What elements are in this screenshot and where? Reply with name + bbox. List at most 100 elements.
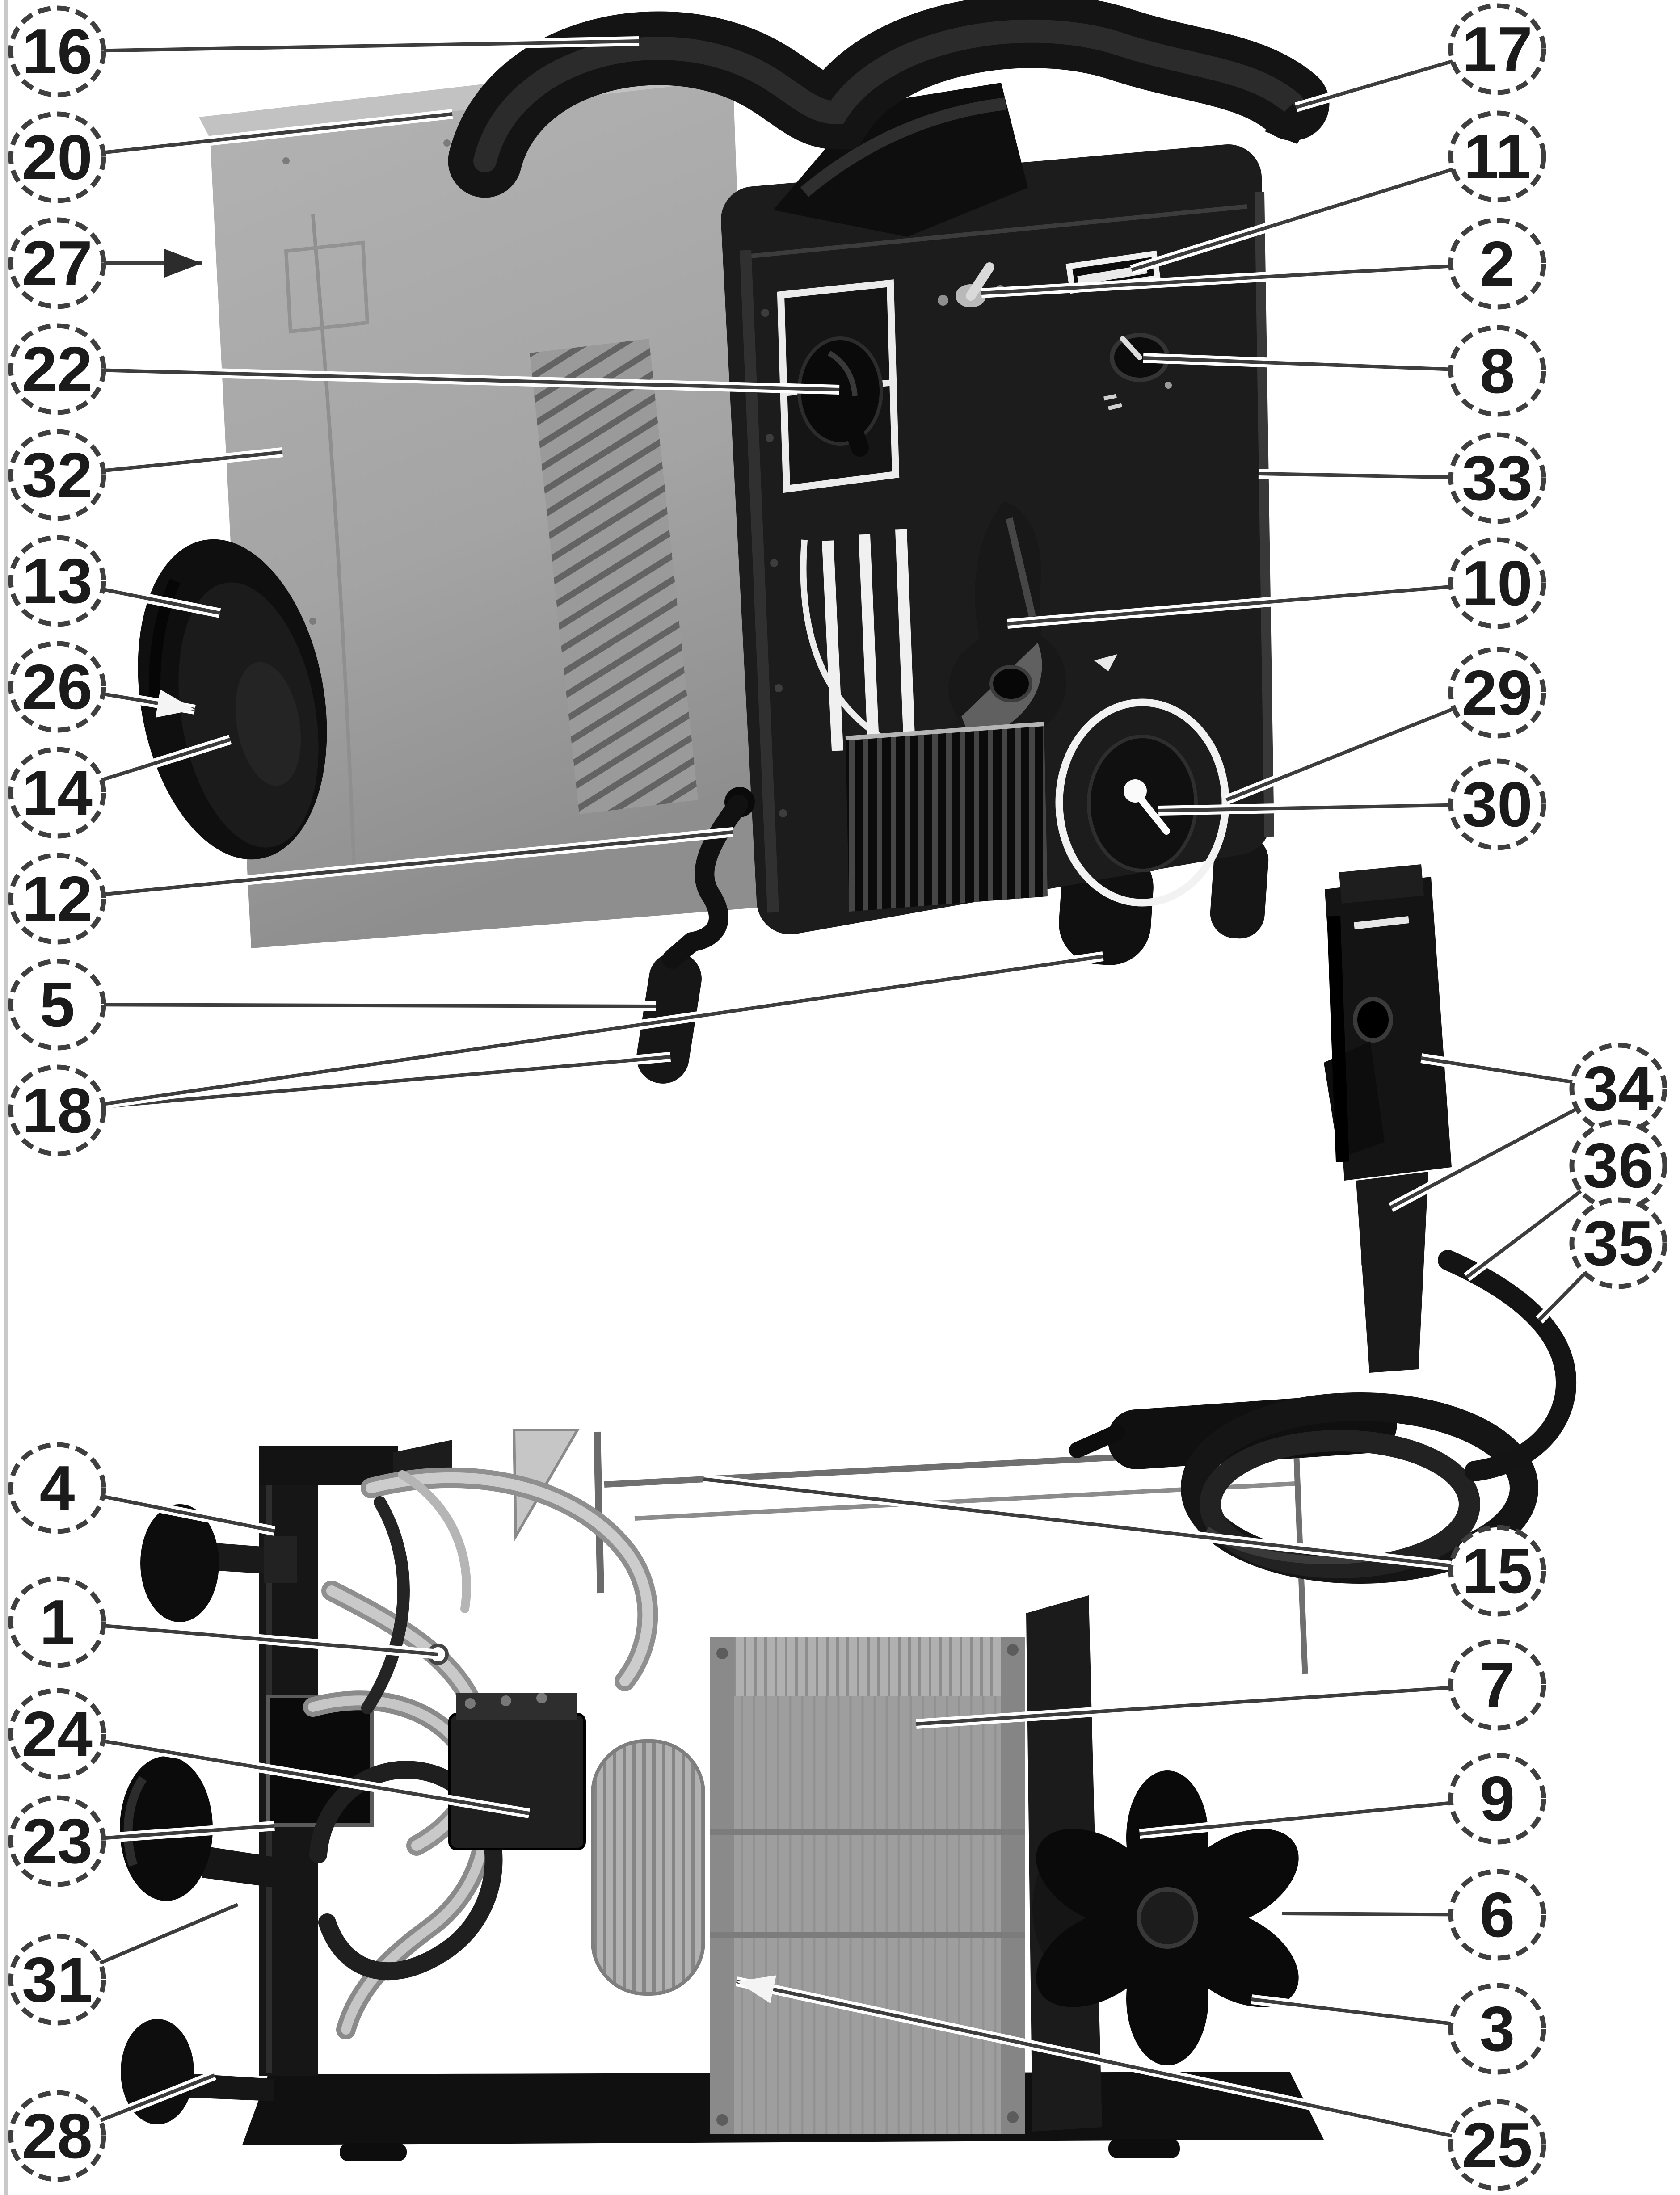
callout-number-3: 3 — [1480, 1993, 1515, 2065]
leader-line-16 — [103, 39, 640, 53]
fan-blade — [1036, 1829, 1159, 1927]
vent-slats — [846, 724, 1048, 912]
handle-base-sheen — [800, 97, 1006, 197]
callout-13: 13 — [8, 535, 106, 627]
leader-arrow-26 — [155, 689, 195, 718]
axle-stem — [210, 1543, 268, 1574]
leader-line-34 — [1390, 1107, 1578, 1209]
leader-line-14 — [101, 738, 231, 782]
wheel-tread — [149, 578, 181, 707]
leader-line-17 — [1295, 59, 1453, 109]
contactor-block — [448, 1713, 586, 1850]
leader-line-7 — [916, 1686, 1451, 1726]
callout-circle-23 — [8, 1795, 106, 1887]
callout-32: 32 — [8, 429, 106, 521]
callout-29: 29 — [1448, 647, 1546, 739]
knob-pointer — [1120, 336, 1142, 360]
leader-arrow-27 — [164, 249, 202, 278]
callout-number-36: 36 — [1583, 1130, 1654, 1201]
panel-dot — [1165, 382, 1172, 389]
switch-screw — [938, 295, 948, 306]
leader-line-2 — [981, 264, 1451, 295]
leader-line-33 — [1258, 472, 1451, 479]
knob-hub — [989, 665, 1032, 702]
leader-line-30 — [1158, 803, 1451, 812]
scale-bar — [859, 534, 879, 743]
holder-shadow — [1327, 916, 1349, 1162]
callout-number-31: 31 — [22, 1944, 93, 2015]
terminal-screw — [501, 1695, 511, 1706]
fan — [1036, 1770, 1299, 2065]
carry-handle — [448, 0, 1330, 237]
callout-circle-17 — [1448, 3, 1546, 95]
terminal-box — [266, 1695, 374, 1827]
callout-number-28: 28 — [22, 2101, 93, 2172]
callout-9: 9 — [1448, 1753, 1546, 1845]
handle-tip — [1265, 104, 1304, 144]
panel-rivet — [761, 309, 769, 317]
switch-lever — [966, 262, 994, 301]
callout-circle-25 — [1448, 2099, 1546, 2191]
callout-circle-26 — [8, 641, 106, 733]
callout-number-5: 5 — [40, 969, 75, 1040]
leader-line-5 — [103, 1003, 657, 1008]
leader-line-3 — [1251, 1997, 1452, 2026]
axle-stem — [201, 1846, 287, 1889]
leader-line-13 — [102, 587, 220, 615]
panel-right-edge — [1255, 192, 1274, 837]
callout-number-13: 13 — [22, 546, 93, 617]
clamp-jaw — [1069, 1424, 1125, 1458]
front-vents — [845, 722, 1048, 912]
callout-circle-4 — [8, 1442, 106, 1534]
callout-circle-31 — [8, 1934, 106, 2026]
callout-number-9: 9 — [1480, 1763, 1515, 1834]
callout-number-35: 35 — [1583, 1208, 1654, 1279]
callout-12: 12 — [8, 853, 106, 945]
rivet — [309, 618, 316, 625]
wheel-highlight — [123, 1776, 147, 1867]
panel-rivet — [779, 809, 787, 817]
callout-circle-27 — [8, 217, 106, 309]
selector-dot — [1124, 779, 1147, 803]
leader-line-1 — [103, 1624, 438, 1656]
callout-number-23: 23 — [22, 1806, 93, 1877]
callout-circle-18 — [8, 1064, 106, 1156]
rivet — [443, 139, 451, 147]
callout-10: 10 — [1448, 537, 1546, 629]
callout-33: 33 — [1448, 432, 1546, 524]
callout-number-2: 2 — [1480, 228, 1515, 299]
callout-number-18: 18 — [22, 1075, 93, 1146]
callout-16: 16 — [8, 5, 106, 97]
callout-circle-14 — [8, 747, 106, 839]
fan-hub — [1137, 1887, 1198, 1949]
callout-circle-3 — [1448, 1983, 1546, 2075]
callouts-layer: 1620272232132614125181711283310293034363… — [8, 3, 1667, 2191]
callout-circle-28 — [8, 2090, 106, 2182]
callout-3: 3 — [1448, 1983, 1546, 2075]
callout-circle-20 — [8, 111, 106, 203]
callout-6: 6 — [1448, 1869, 1546, 1961]
top-view-artwork — [138, 0, 1330, 1084]
callout-number-22: 22 — [22, 334, 93, 405]
callout-circle-10 — [1448, 537, 1546, 629]
callout-circle-30 — [1448, 758, 1546, 850]
handle-base — [773, 83, 1028, 237]
internal-view-artwork — [120, 1429, 1324, 2161]
callout-34: 34 — [1569, 1043, 1667, 1135]
callout-number-8: 8 — [1480, 336, 1515, 407]
leader-line-23 — [103, 1824, 275, 1840]
callout-circle-22 — [8, 323, 106, 415]
transformer-bolt — [1007, 1644, 1019, 1656]
callout-number-32: 32 — [22, 440, 93, 511]
callout-7: 7 — [1448, 1639, 1546, 1731]
transformer-left-edge — [710, 1637, 734, 2134]
callout-circle-11 — [1448, 110, 1546, 202]
transformer-right-edge — [1001, 1637, 1025, 2134]
callout-circle-29 — [1448, 647, 1546, 739]
callout-circle-2 — [1448, 218, 1546, 310]
wheel-knob — [120, 1756, 213, 1901]
callout-number-10: 10 — [1462, 548, 1533, 619]
contactor-terminals — [456, 1693, 577, 1720]
